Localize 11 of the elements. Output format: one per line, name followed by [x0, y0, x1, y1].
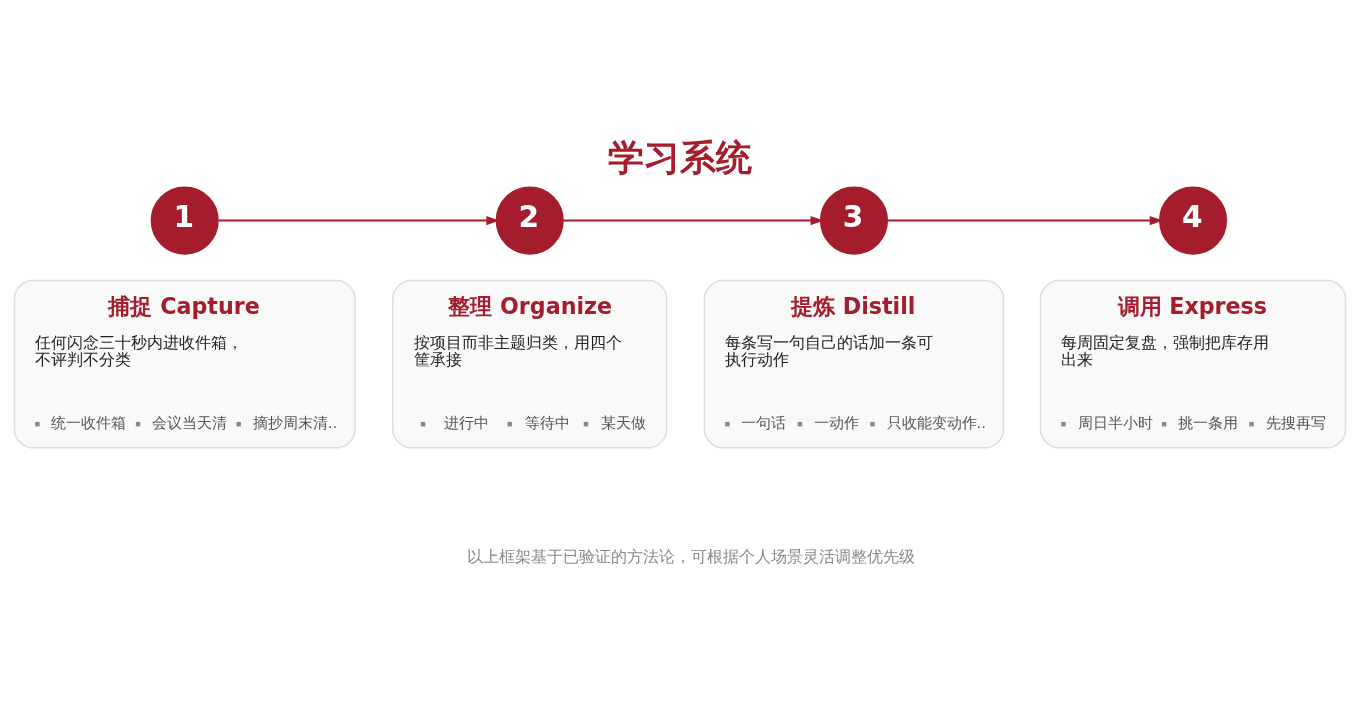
caption: 以上框架基于已验证的方法论，可根据个人场景灵活调整优先级 — [467, 546, 916, 566]
node-circle: 2 — [495, 186, 564, 255]
node-box: 整理 Organize 按项目而非主题归类，用四个筐承接 进行中 等待中 某天做 — [392, 279, 668, 449]
node-circle: 1 — [150, 186, 219, 255]
diagram-title: 学习系统 — [608, 136, 753, 178]
node-box: 捕捉 Capture 任何闪念三十秒内进收件箱，不评判不分类 统一收件箱 会议当天清 摘抄周末清.. — [13, 279, 356, 449]
node-box: 调用 Express 每周固定复盘，强制把库存用出来 周日半小时 挑一条用 先搜再写 — [1039, 279, 1347, 449]
node-box: 提炼 Distill 每条写一句自己的话加一条可执行动作 一句话 一动作 只收能变动作.. — [703, 279, 1005, 449]
arrow — [887, 215, 1163, 225]
node-circle: 3 — [819, 186, 889, 255]
node-circle: 4 — [1159, 186, 1228, 255]
